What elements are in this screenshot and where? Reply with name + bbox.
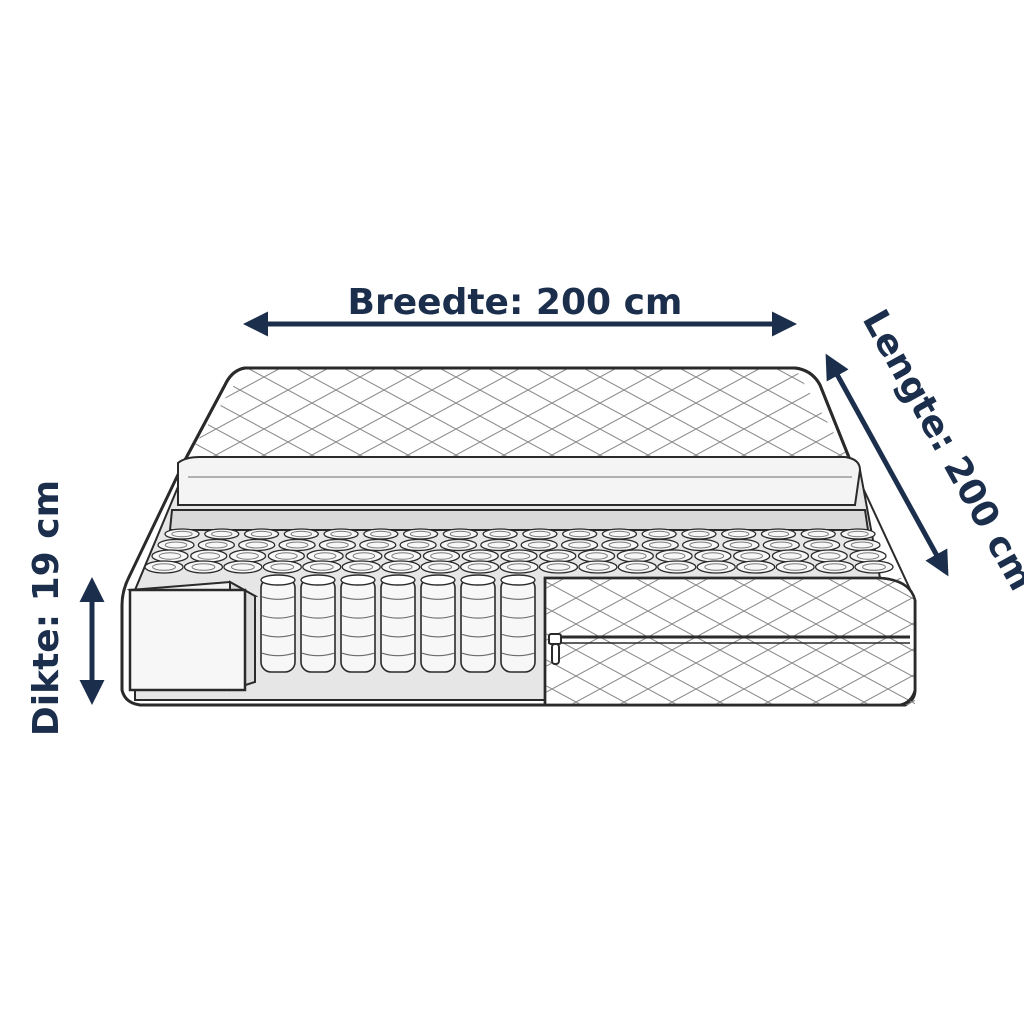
thickness-dimension: Dikte: 19 cm (26, 480, 105, 736)
spring-coil-top (641, 528, 677, 540)
spring-coil-top (539, 549, 577, 563)
spring-coil-top (402, 528, 439, 540)
spring-coil-top (840, 528, 876, 540)
spring-coil-top (459, 560, 500, 574)
spring-coil-top (694, 549, 732, 563)
spring-coil-top (810, 549, 848, 563)
spring-coil-top (238, 538, 276, 552)
spring-coil-top (223, 560, 263, 574)
spring-coil-top (657, 560, 697, 574)
spring-coil-top (800, 528, 836, 540)
spring-coil-top (854, 560, 894, 574)
spring-coil-top (775, 560, 815, 574)
pocket-springs-front-row (260, 574, 536, 673)
spring-coil-top (802, 538, 841, 552)
spring-coil-top (499, 560, 539, 574)
spring-coil-top (190, 549, 228, 563)
pocket-springs-back-rows (144, 528, 894, 574)
spring-coil-top (267, 549, 305, 563)
spring-coil-top (442, 528, 479, 540)
spring-coil-top (318, 538, 357, 552)
zipper (548, 633, 910, 665)
spring-coil-top (601, 538, 639, 552)
foam-edge-block (126, 580, 259, 692)
spring-coil-top (538, 560, 579, 574)
pocket-spring (460, 574, 496, 673)
mattress-top (182, 366, 853, 462)
spring-coil-top (363, 528, 399, 540)
spring-coil-top (197, 538, 236, 552)
spring-coil-top (302, 560, 342, 574)
spring-coil-top (578, 560, 618, 574)
spring-coil-top (762, 538, 800, 552)
spring-coil-top (183, 560, 224, 574)
spring-coil-top (733, 549, 771, 563)
spring-coil-top (399, 538, 437, 552)
pocket-spring (500, 574, 536, 673)
spring-coil-top (721, 528, 757, 540)
zipper-pull-icon (548, 633, 562, 665)
comfort-layers (168, 456, 870, 531)
spring-coil-top (560, 538, 599, 552)
spring-coil-top (306, 549, 344, 563)
pocket-spring (420, 574, 456, 673)
spring-coil-top (359, 538, 397, 552)
spring-coil-top (736, 560, 776, 574)
spring-coil-top (461, 549, 499, 563)
spring-coil-top (420, 560, 460, 574)
spring-coil-top (696, 560, 736, 574)
spring-coil-top (520, 538, 558, 552)
length-arrow (825, 353, 949, 577)
spring-coil-top (228, 549, 267, 563)
pocket-spring (380, 574, 416, 673)
pocket-spring (340, 574, 376, 673)
spring-coil-top (760, 528, 797, 540)
spring-coil-top (384, 549, 422, 563)
thickness-label: Dikte: 19 cm (26, 480, 67, 736)
spring-coil-top (204, 528, 240, 540)
spring-coil-top (655, 549, 693, 563)
spring-coil-top (381, 560, 421, 574)
spring-coil-top (561, 528, 598, 540)
spring-coil-top (771, 549, 810, 563)
spring-coil-top (522, 528, 558, 540)
spring-coil-top (422, 549, 461, 563)
spring-coil-top (577, 549, 616, 563)
spring-coil-top (480, 538, 518, 552)
spring-coil-top (601, 528, 638, 540)
spring-coil-top (283, 528, 319, 540)
spring-coil-top (500, 549, 538, 563)
spring-coil-top (323, 528, 359, 540)
spring-coil-top (681, 538, 720, 552)
spring-coil-top (641, 538, 679, 552)
spring-coil-top (341, 560, 381, 574)
spring-coil-top (243, 528, 280, 540)
spring-coil-top (616, 549, 654, 563)
width-label: Breedte: 200 cm (348, 282, 683, 323)
spring-coil-top (681, 528, 717, 540)
width-dimension: Breedte: 200 cm (243, 282, 797, 337)
spring-coil-top (482, 528, 518, 540)
spring-coil-top (617, 560, 657, 574)
spring-coil-top (157, 538, 195, 552)
spring-coil-top (345, 549, 383, 563)
spring-coil-top (849, 549, 887, 563)
spring-coil-top (814, 560, 855, 574)
spring-coil-top (262, 560, 302, 574)
quilted-cover-panel (543, 576, 917, 707)
spring-coil-top (278, 538, 316, 552)
spring-coil-top (151, 549, 189, 563)
pocket-spring (300, 574, 336, 673)
spring-coil-top (144, 560, 184, 574)
spring-coil-top (843, 538, 881, 552)
spring-coil-top (722, 538, 760, 552)
spring-coil-top (439, 538, 478, 552)
spring-coil-top (164, 528, 200, 540)
pocket-spring (260, 574, 296, 673)
